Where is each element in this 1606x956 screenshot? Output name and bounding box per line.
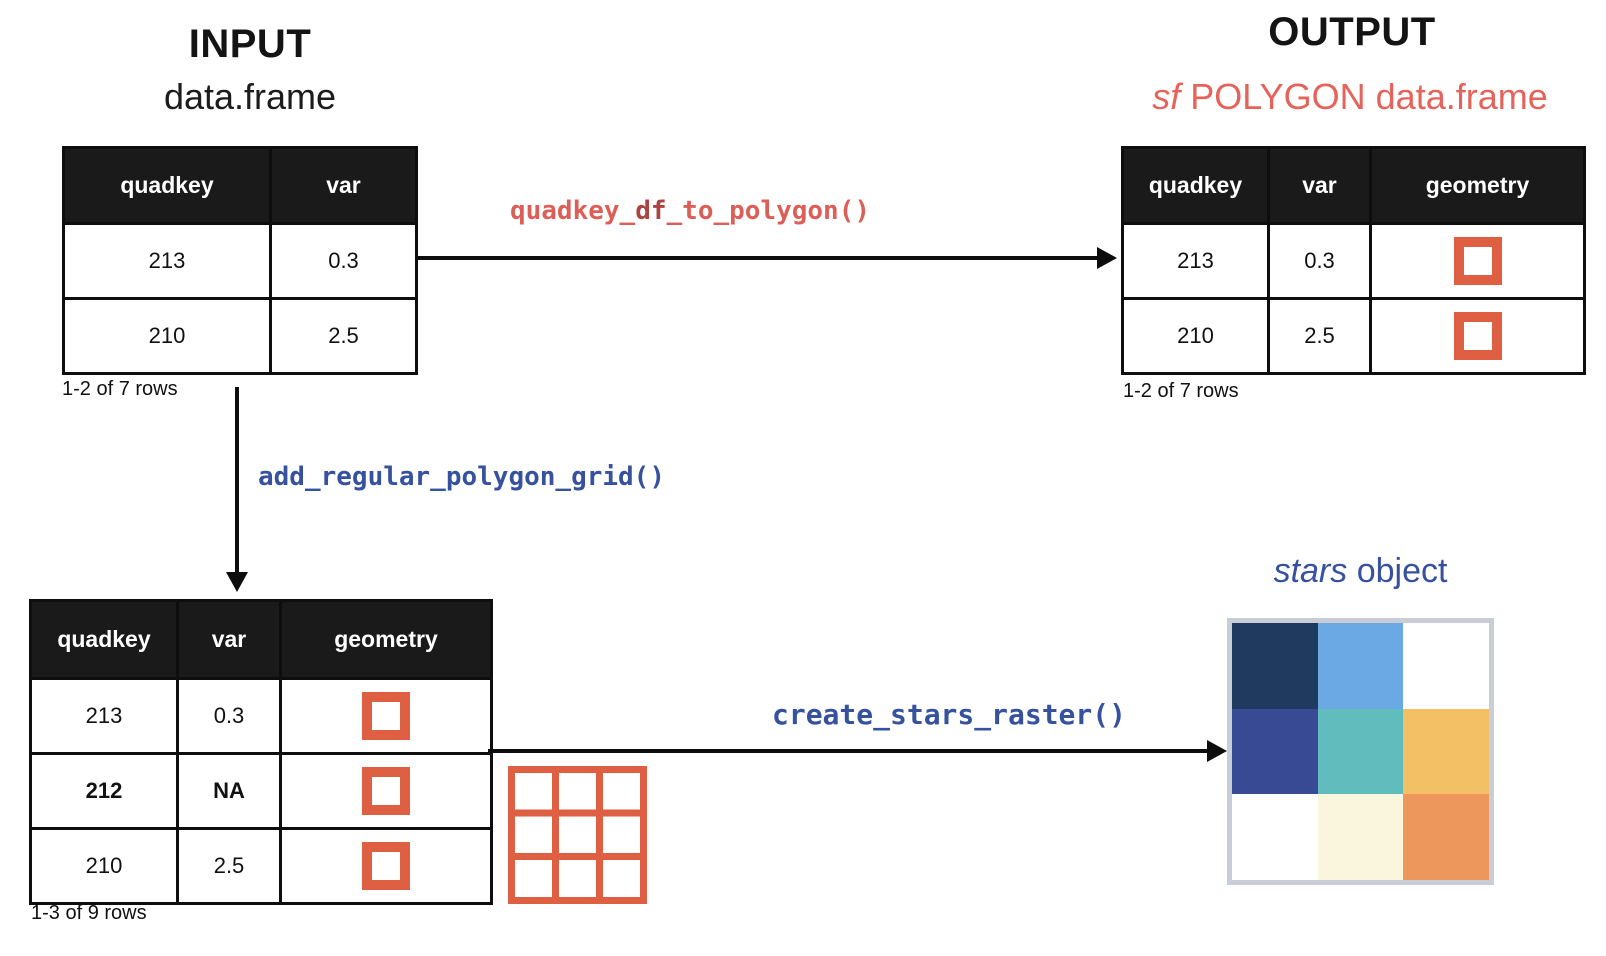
grid-table-caption: 1-3 of 9 rows: [31, 902, 147, 924]
cell-var: 2.5: [1267, 297, 1372, 375]
table-row: 210 2.5: [29, 827, 493, 905]
stars-raster: [1227, 618, 1494, 885]
sf-label: sf: [1152, 76, 1181, 117]
polygon-square-icon: [362, 692, 410, 740]
input-table-caption: 1-2 of 7 rows: [62, 378, 178, 400]
cell-quadkey: 210: [62, 297, 272, 375]
raster-cell: [1403, 708, 1489, 795]
column-header: quadkey: [62, 146, 272, 225]
cell-var: 0.3: [269, 222, 418, 300]
input-subtitle: data.frame: [163, 76, 337, 117]
cell-var: 2.5: [269, 297, 418, 375]
column-header: quadkey: [1121, 146, 1270, 225]
polygon-square-icon: [362, 767, 410, 815]
column-header: var: [1267, 146, 1372, 225]
function-label-quadkey-df-to-polygon: quadkey_df_to_polygon(): [500, 196, 880, 226]
cell-geometry: [279, 677, 493, 755]
cell-quadkey: 212: [29, 752, 179, 830]
column-header: geometry: [1369, 146, 1586, 225]
raster-cell: [1317, 708, 1404, 795]
cell-quadkey: 210: [1121, 297, 1270, 375]
table-header-row: quadkey var: [62, 146, 418, 225]
raster-cell: [1317, 794, 1404, 880]
stars-label: stars: [1273, 552, 1348, 590]
arrow-right-icon: [1207, 740, 1227, 762]
table-row: 213 0.3: [62, 222, 418, 300]
stars-object-title: stars object: [1197, 552, 1524, 591]
cell-quadkey: 213: [1121, 222, 1270, 300]
output-table: quadkey var geometry 213 0.3 210 2.5: [1121, 146, 1586, 375]
arrow-right-icon: [1097, 247, 1117, 269]
grid-table: quadkey var geometry 213 0.3 212 NA 210 …: [29, 599, 493, 905]
column-header: var: [269, 146, 418, 225]
raster-cell: [1232, 794, 1318, 880]
table-row: 213 0.3: [1121, 222, 1586, 300]
cell-var: NA: [176, 752, 282, 830]
column-header: quadkey: [29, 599, 179, 680]
output-subtitle-rest: POLYGON data.frame: [1180, 76, 1548, 117]
raster-cell: [1403, 794, 1489, 880]
table-row-new-cell: 212 NA: [29, 752, 493, 830]
code-segment: quadkey_: [509, 196, 636, 226]
arrow-line-down: [235, 387, 239, 573]
cell-quadkey: 210: [29, 827, 179, 905]
function-label-create-stars-raster: create_stars_raster(): [771, 698, 1126, 731]
arrow-line-right: [488, 749, 1207, 753]
cell-geometry: [279, 752, 493, 830]
raster-cell: [1317, 623, 1404, 709]
raster-cell: [1403, 623, 1489, 709]
output-table-caption: 1-2 of 7 rows: [1123, 380, 1239, 402]
polygon-grid-icon: [508, 766, 647, 904]
stars-title-rest: object: [1347, 552, 1448, 590]
arrow-line-right: [417, 256, 1099, 260]
table-row: 210 2.5: [1121, 297, 1586, 375]
cell-var: 0.3: [176, 677, 282, 755]
table-row: 210 2.5: [62, 297, 418, 375]
column-header: geometry: [279, 599, 493, 680]
cell-var: 0.3: [1267, 222, 1372, 300]
table-header-row: quadkey var geometry: [1121, 146, 1586, 225]
cell-quadkey: 213: [29, 677, 179, 755]
raster-cell: [1232, 708, 1318, 795]
raster-cell: [1232, 623, 1318, 709]
code-segment: _to_polygon(): [666, 196, 871, 226]
cell-var: 2.5: [176, 827, 282, 905]
code-segment-df: df: [635, 196, 667, 226]
arrow-down-icon: [226, 572, 248, 592]
column-header: var: [176, 599, 282, 680]
input-title: INPUT: [188, 22, 312, 66]
table-header-row: quadkey var geometry: [29, 599, 493, 680]
table-row: 213 0.3: [29, 677, 493, 755]
function-label-add-regular-polygon-grid: add_regular_polygon_grid(): [258, 462, 665, 492]
output-subtitle: sf POLYGON data.frame: [1100, 76, 1600, 118]
polygon-square-icon: [1453, 237, 1502, 285]
cell-geometry: [1369, 297, 1586, 375]
output-title: OUTPUT: [1268, 10, 1436, 54]
polygon-square-icon: [1453, 312, 1502, 360]
cell-geometry: [1369, 222, 1586, 300]
cell-quadkey: 213: [62, 222, 272, 300]
cell-geometry: [279, 827, 493, 905]
input-table: quadkey var 213 0.3 210 2.5: [62, 146, 418, 375]
polygon-square-icon: [362, 842, 410, 890]
